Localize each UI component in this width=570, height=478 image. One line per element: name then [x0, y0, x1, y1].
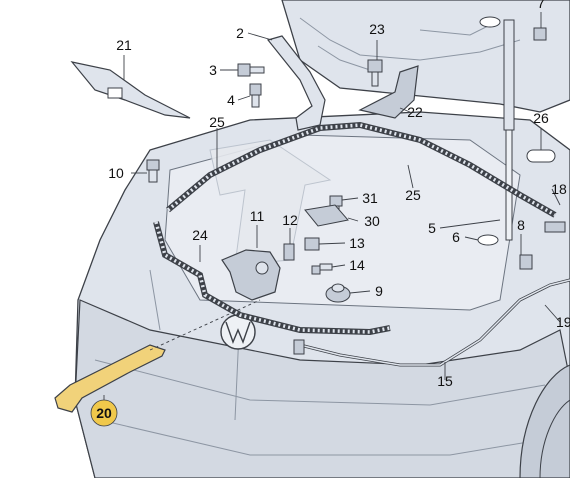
part-10-clip	[146, 159, 160, 183]
part-8-mount	[519, 254, 533, 270]
leader-lines	[103, 12, 561, 401]
part-11-lock	[221, 249, 281, 301]
callout-12: 12	[282, 212, 298, 228]
callout-30: 30	[364, 213, 380, 229]
parts	[54, 16, 570, 413]
callout-22: 22	[407, 104, 423, 120]
callouts: 21 2 23 7 3 4 22 25 26 10 25 18 31 11 12…	[90, 0, 570, 427]
part-21-insulation-mat	[70, 61, 191, 119]
callout-7: 7	[537, 0, 545, 11]
callout-3: 3	[209, 62, 217, 78]
part-2-hinge	[266, 35, 326, 131]
part-13-clip	[304, 237, 320, 251]
callout-20: 20	[96, 405, 112, 421]
callout-9: 9	[375, 283, 383, 299]
part-23-screw	[367, 59, 383, 87]
callout-23: 23	[369, 21, 385, 37]
hood-panel	[281, 0, 570, 113]
callout-20-badge	[90, 399, 118, 427]
callout-25-right: 25	[405, 187, 421, 203]
callout-19: 19	[556, 314, 570, 330]
callout-4: 4	[227, 92, 235, 108]
callout-10: 10	[108, 165, 124, 181]
part-9-buffer	[325, 283, 351, 303]
part-4-bolt	[249, 83, 262, 108]
callout-8: 8	[517, 217, 525, 233]
part-30-plate	[304, 204, 349, 227]
vw-emblem	[220, 314, 256, 350]
callout-2: 2	[236, 25, 244, 41]
callout-18: 18	[551, 181, 567, 197]
part-26-slot	[526, 149, 556, 163]
callout-24: 24	[192, 227, 208, 243]
callout-6: 6	[452, 229, 460, 245]
part-20-release-lever	[54, 344, 166, 413]
part-18-fastener	[544, 221, 566, 233]
callout-25-top: 25	[209, 114, 225, 130]
callout-5: 5	[428, 220, 436, 236]
part-12-clip	[283, 243, 295, 261]
callout-26: 26	[533, 110, 549, 126]
bumper	[74, 299, 570, 478]
part-6-grommet	[477, 234, 499, 246]
callout-14: 14	[349, 257, 365, 273]
callout-15: 15	[437, 373, 453, 389]
callout-31: 31	[362, 190, 378, 206]
part-7-clip	[533, 27, 547, 41]
part-3-bolt	[237, 63, 265, 77]
callout-13: 13	[349, 235, 365, 251]
callout-11: 11	[250, 208, 265, 224]
callout-21: 21	[116, 37, 132, 53]
part-22-bracket	[358, 65, 419, 119]
